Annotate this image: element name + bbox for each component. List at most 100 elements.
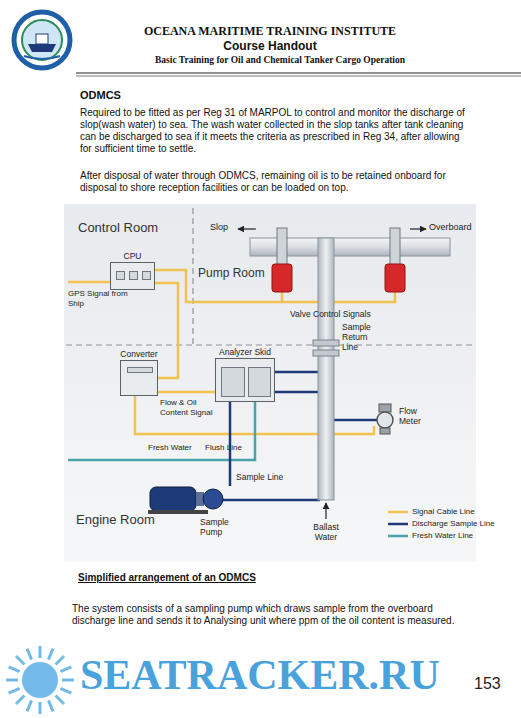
overboard-pipe xyxy=(313,340,339,346)
node-label: Converter xyxy=(120,349,157,359)
sample-pump xyxy=(148,487,223,514)
page-number: 153 xyxy=(474,674,501,693)
flow-meter xyxy=(377,412,393,428)
discharge-sample-line xyxy=(275,371,320,374)
legend-sample xyxy=(388,512,408,536)
watermark-logo xyxy=(22,662,58,698)
sample-pump xyxy=(203,489,223,509)
overboard-pipe xyxy=(250,238,450,500)
flow-label: Overboard xyxy=(429,222,472,233)
discharge-sample-line xyxy=(275,391,320,394)
component-label: Flow Meter xyxy=(399,406,441,426)
watermark-logo xyxy=(56,696,64,704)
paragraph: After disposal of water through ODMCS, r… xyxy=(80,170,472,194)
component-label: Sample Pump xyxy=(200,517,245,537)
institute-name: OCEANA MARITIME TRAINING INSTITUTE xyxy=(80,24,460,38)
line-label: Flush Line xyxy=(205,443,242,453)
signal-label: GPS Signal from Ship xyxy=(68,289,128,308)
legend-entry: Fresh Water Line xyxy=(412,531,473,541)
panel-detail xyxy=(142,271,151,280)
course-title: Basic Training for Oil and Chemical Tank… xyxy=(60,55,500,66)
paragraph: The system consists of a sampling pump w… xyxy=(72,603,474,627)
overboard-pipe xyxy=(313,350,339,356)
panel-detail xyxy=(248,367,271,397)
panel-detail xyxy=(221,367,245,397)
zone-divider xyxy=(66,344,474,345)
watermark-logo xyxy=(16,696,24,704)
watermark-logo xyxy=(48,700,53,711)
watermark-logo xyxy=(9,688,20,693)
zone-divider xyxy=(192,208,193,345)
signal-label: Valve Control Signals xyxy=(290,309,395,319)
sample-pump xyxy=(148,510,208,514)
logo xyxy=(24,56,60,59)
flow-direction-arrow xyxy=(410,228,426,229)
line-label: Sample Line xyxy=(236,472,283,482)
flow-meter xyxy=(380,428,390,434)
signal-cable xyxy=(68,281,110,284)
zone-divider xyxy=(66,208,474,345)
panel-detail xyxy=(127,367,153,373)
flow-direction-arrow xyxy=(325,503,326,519)
signal-label: Flow & Oil Content Signal xyxy=(160,398,218,417)
valve xyxy=(277,228,400,266)
watermark-logo xyxy=(56,656,64,664)
header-rule xyxy=(76,76,521,77)
flow-meter xyxy=(377,404,393,434)
panel-detail xyxy=(116,271,125,280)
valve-actuator xyxy=(272,264,292,292)
watermark-logo xyxy=(39,646,42,658)
watermark-logo xyxy=(62,679,74,682)
watermark-logo xyxy=(6,646,74,714)
header-rule xyxy=(76,73,521,74)
converter-box: Converter xyxy=(120,360,158,396)
logo xyxy=(36,34,48,44)
legend-entry: Signal Cable Line xyxy=(412,507,475,517)
valve-actuator xyxy=(272,264,405,292)
zone-label: Pump Room xyxy=(198,266,265,280)
zone-label: Control Room xyxy=(78,220,158,236)
zone-label: Engine Room xyxy=(76,512,155,528)
diagram-ground xyxy=(64,204,476,562)
node-label: CPU xyxy=(124,251,142,261)
signal-cable xyxy=(68,270,395,434)
signal-cable xyxy=(281,292,284,302)
flow-direction-arrow xyxy=(238,228,256,229)
watermark-logo xyxy=(9,667,20,672)
watermark-logo xyxy=(22,662,58,698)
node-label: Analyzer Skid xyxy=(219,347,271,357)
signal-cable xyxy=(158,391,215,394)
panel-detail xyxy=(129,271,138,280)
watermark-logo xyxy=(6,679,18,682)
discharge-sample-line xyxy=(222,499,320,502)
valve xyxy=(277,228,287,266)
sample-pump xyxy=(150,487,196,511)
legend-sample xyxy=(388,511,408,514)
logo xyxy=(14,12,70,68)
legend-sample xyxy=(388,535,408,538)
paragraph: Required to be fitted as per Reg 31 of M… xyxy=(80,107,472,155)
logo xyxy=(14,12,70,68)
legend-sample xyxy=(388,523,408,526)
flow-label: Slop xyxy=(210,222,228,233)
signal-cable xyxy=(155,283,178,378)
watermark-logo xyxy=(16,656,24,664)
line-label: Sample Return Line xyxy=(342,322,382,353)
flow-label: Ballast Water xyxy=(303,522,349,542)
watermark: SEATRACKER.RU xyxy=(80,650,440,700)
watermark-logo xyxy=(39,702,42,714)
flow-meter xyxy=(379,404,391,412)
watermark-logo xyxy=(27,649,32,660)
watermark-logo xyxy=(60,667,71,672)
logo xyxy=(22,20,62,60)
section-heading: ODMCS xyxy=(80,89,121,102)
overboard-pipe xyxy=(318,238,334,500)
valve xyxy=(390,228,400,266)
valve-actuator xyxy=(385,264,405,292)
watermark-logo xyxy=(27,700,32,711)
document-type: Course Handout xyxy=(80,39,460,53)
legend-entry: Discharge Sample Line xyxy=(412,519,495,529)
figure-caption: Simplified arrangement of an ODMCS xyxy=(78,572,256,584)
